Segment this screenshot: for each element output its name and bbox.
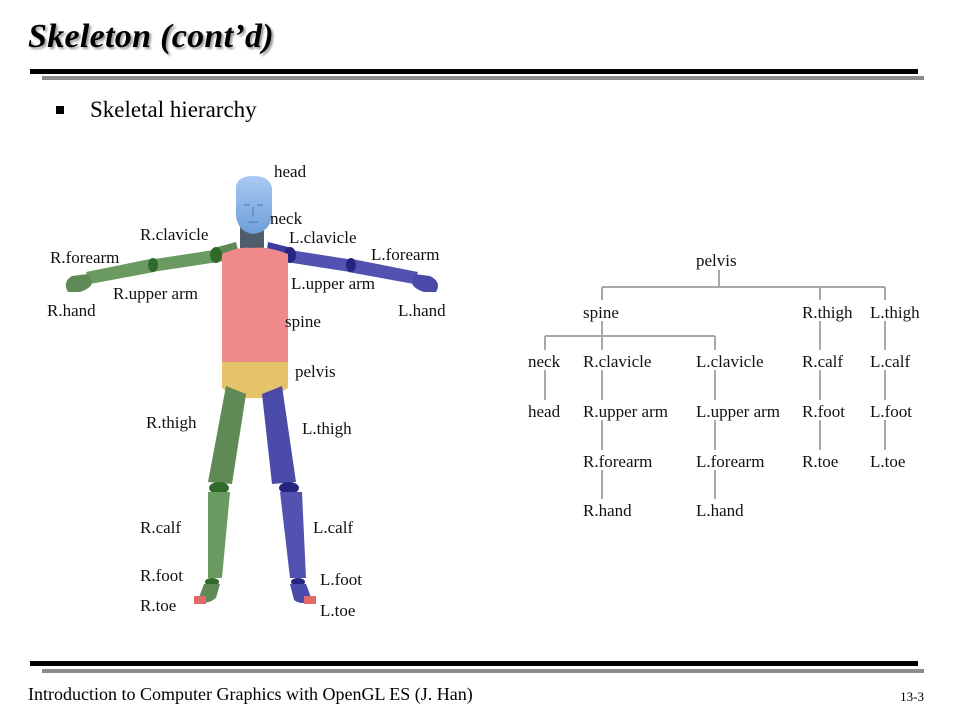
tree-node-head: head <box>528 402 561 421</box>
fig-label-r-calf: R.calf <box>140 518 181 537</box>
tree-node-r-thigh: R.thigh <box>802 303 853 322</box>
fig-label-neck: neck <box>270 209 303 228</box>
fig-label-r-clavicle: R.clavicle <box>140 225 208 244</box>
tree-node-pelvis: pelvis <box>696 251 737 270</box>
fig-label-l-thigh: L.thigh <box>302 419 352 438</box>
fig-label-l-upper-arm: L.upper arm <box>291 274 375 293</box>
fig-label-spine: spine <box>285 312 321 331</box>
fig-label-r-forearm: R.forearm <box>50 248 119 267</box>
footer-course-title: Introduction to Computer Graphics with O… <box>28 684 473 704</box>
tree-node-r-toe: R.toe <box>802 452 838 471</box>
tree-node-l-calf: L.calf <box>870 352 910 371</box>
tree-node-l-hand: L.hand <box>696 501 744 520</box>
tree-node-l-clavicle: L.clavicle <box>696 352 764 371</box>
bullet-item: Skeletal hierarchy <box>56 97 257 123</box>
tree-node-l-forearm: L.forearm <box>696 452 764 471</box>
head-shape <box>236 176 272 234</box>
bullet-text: Skeletal hierarchy <box>90 97 257 122</box>
fig-label-pelvis: pelvis <box>295 362 336 381</box>
torso-shape <box>222 247 288 362</box>
tree-node-r-clavicle: R.clavicle <box>583 352 651 371</box>
page-number: 13-3 <box>900 689 924 704</box>
fig-label-l-calf: L.calf <box>313 518 353 537</box>
bullet-square-icon <box>56 106 64 114</box>
tree-node-spine: spine <box>583 303 619 322</box>
fig-label-r-upper-arm: R.upper arm <box>113 284 198 303</box>
fig-label-l-foot: L.foot <box>320 570 362 589</box>
tree-node-l-toe: L.toe <box>870 452 905 471</box>
tree-node-r-forearm: R.forearm <box>583 452 652 471</box>
fig-label-r-thigh: R.thigh <box>146 413 197 432</box>
tree-connectors <box>544 270 886 499</box>
fig-label-l-hand: L.hand <box>398 301 446 320</box>
fig-label-r-hand: R.hand <box>47 301 96 320</box>
tree-node-r-calf: R.calf <box>802 352 843 371</box>
right-arm-shape <box>65 242 240 292</box>
hierarchy-tree: pelvis spine R.thigh L.thigh neck R.clav… <box>528 251 920 520</box>
slide-title: Skeleton (cont’d) <box>28 18 274 55</box>
tree-node-r-hand: R.hand <box>583 501 632 520</box>
face-features-shape <box>244 204 263 223</box>
tree-node-l-foot: L.foot <box>870 402 912 421</box>
fig-label-l-forearm: L.forearm <box>371 245 439 264</box>
fig-label-r-toe: R.toe <box>140 596 176 615</box>
footer-rule <box>30 661 918 666</box>
fig-label-r-foot: R.foot <box>140 566 183 585</box>
title-rule <box>30 69 918 74</box>
tree-nodes: pelvis spine R.thigh L.thigh neck R.clav… <box>528 251 920 520</box>
left-leg-shape <box>262 386 316 604</box>
fig-label-l-clavicle: L.clavicle <box>289 228 357 247</box>
title-rule-shadow <box>42 76 924 80</box>
tree-node-r-upper-arm: R.upper arm <box>583 402 668 421</box>
pelvis-shape <box>222 362 288 399</box>
tree-node-neck: neck <box>528 352 561 371</box>
tree-node-l-upper-arm: L.upper arm <box>696 402 780 421</box>
fig-label-head: head <box>274 162 307 181</box>
footer-rule-shadow <box>42 669 924 673</box>
fig-label-l-toe: L.toe <box>320 601 355 620</box>
right-leg-shape <box>194 386 246 604</box>
skeleton-figure: head neck R.clavicle L.clavicle R.forear… <box>47 162 446 620</box>
tree-node-l-thigh: L.thigh <box>870 303 920 322</box>
tree-node-r-foot: R.foot <box>802 402 845 421</box>
